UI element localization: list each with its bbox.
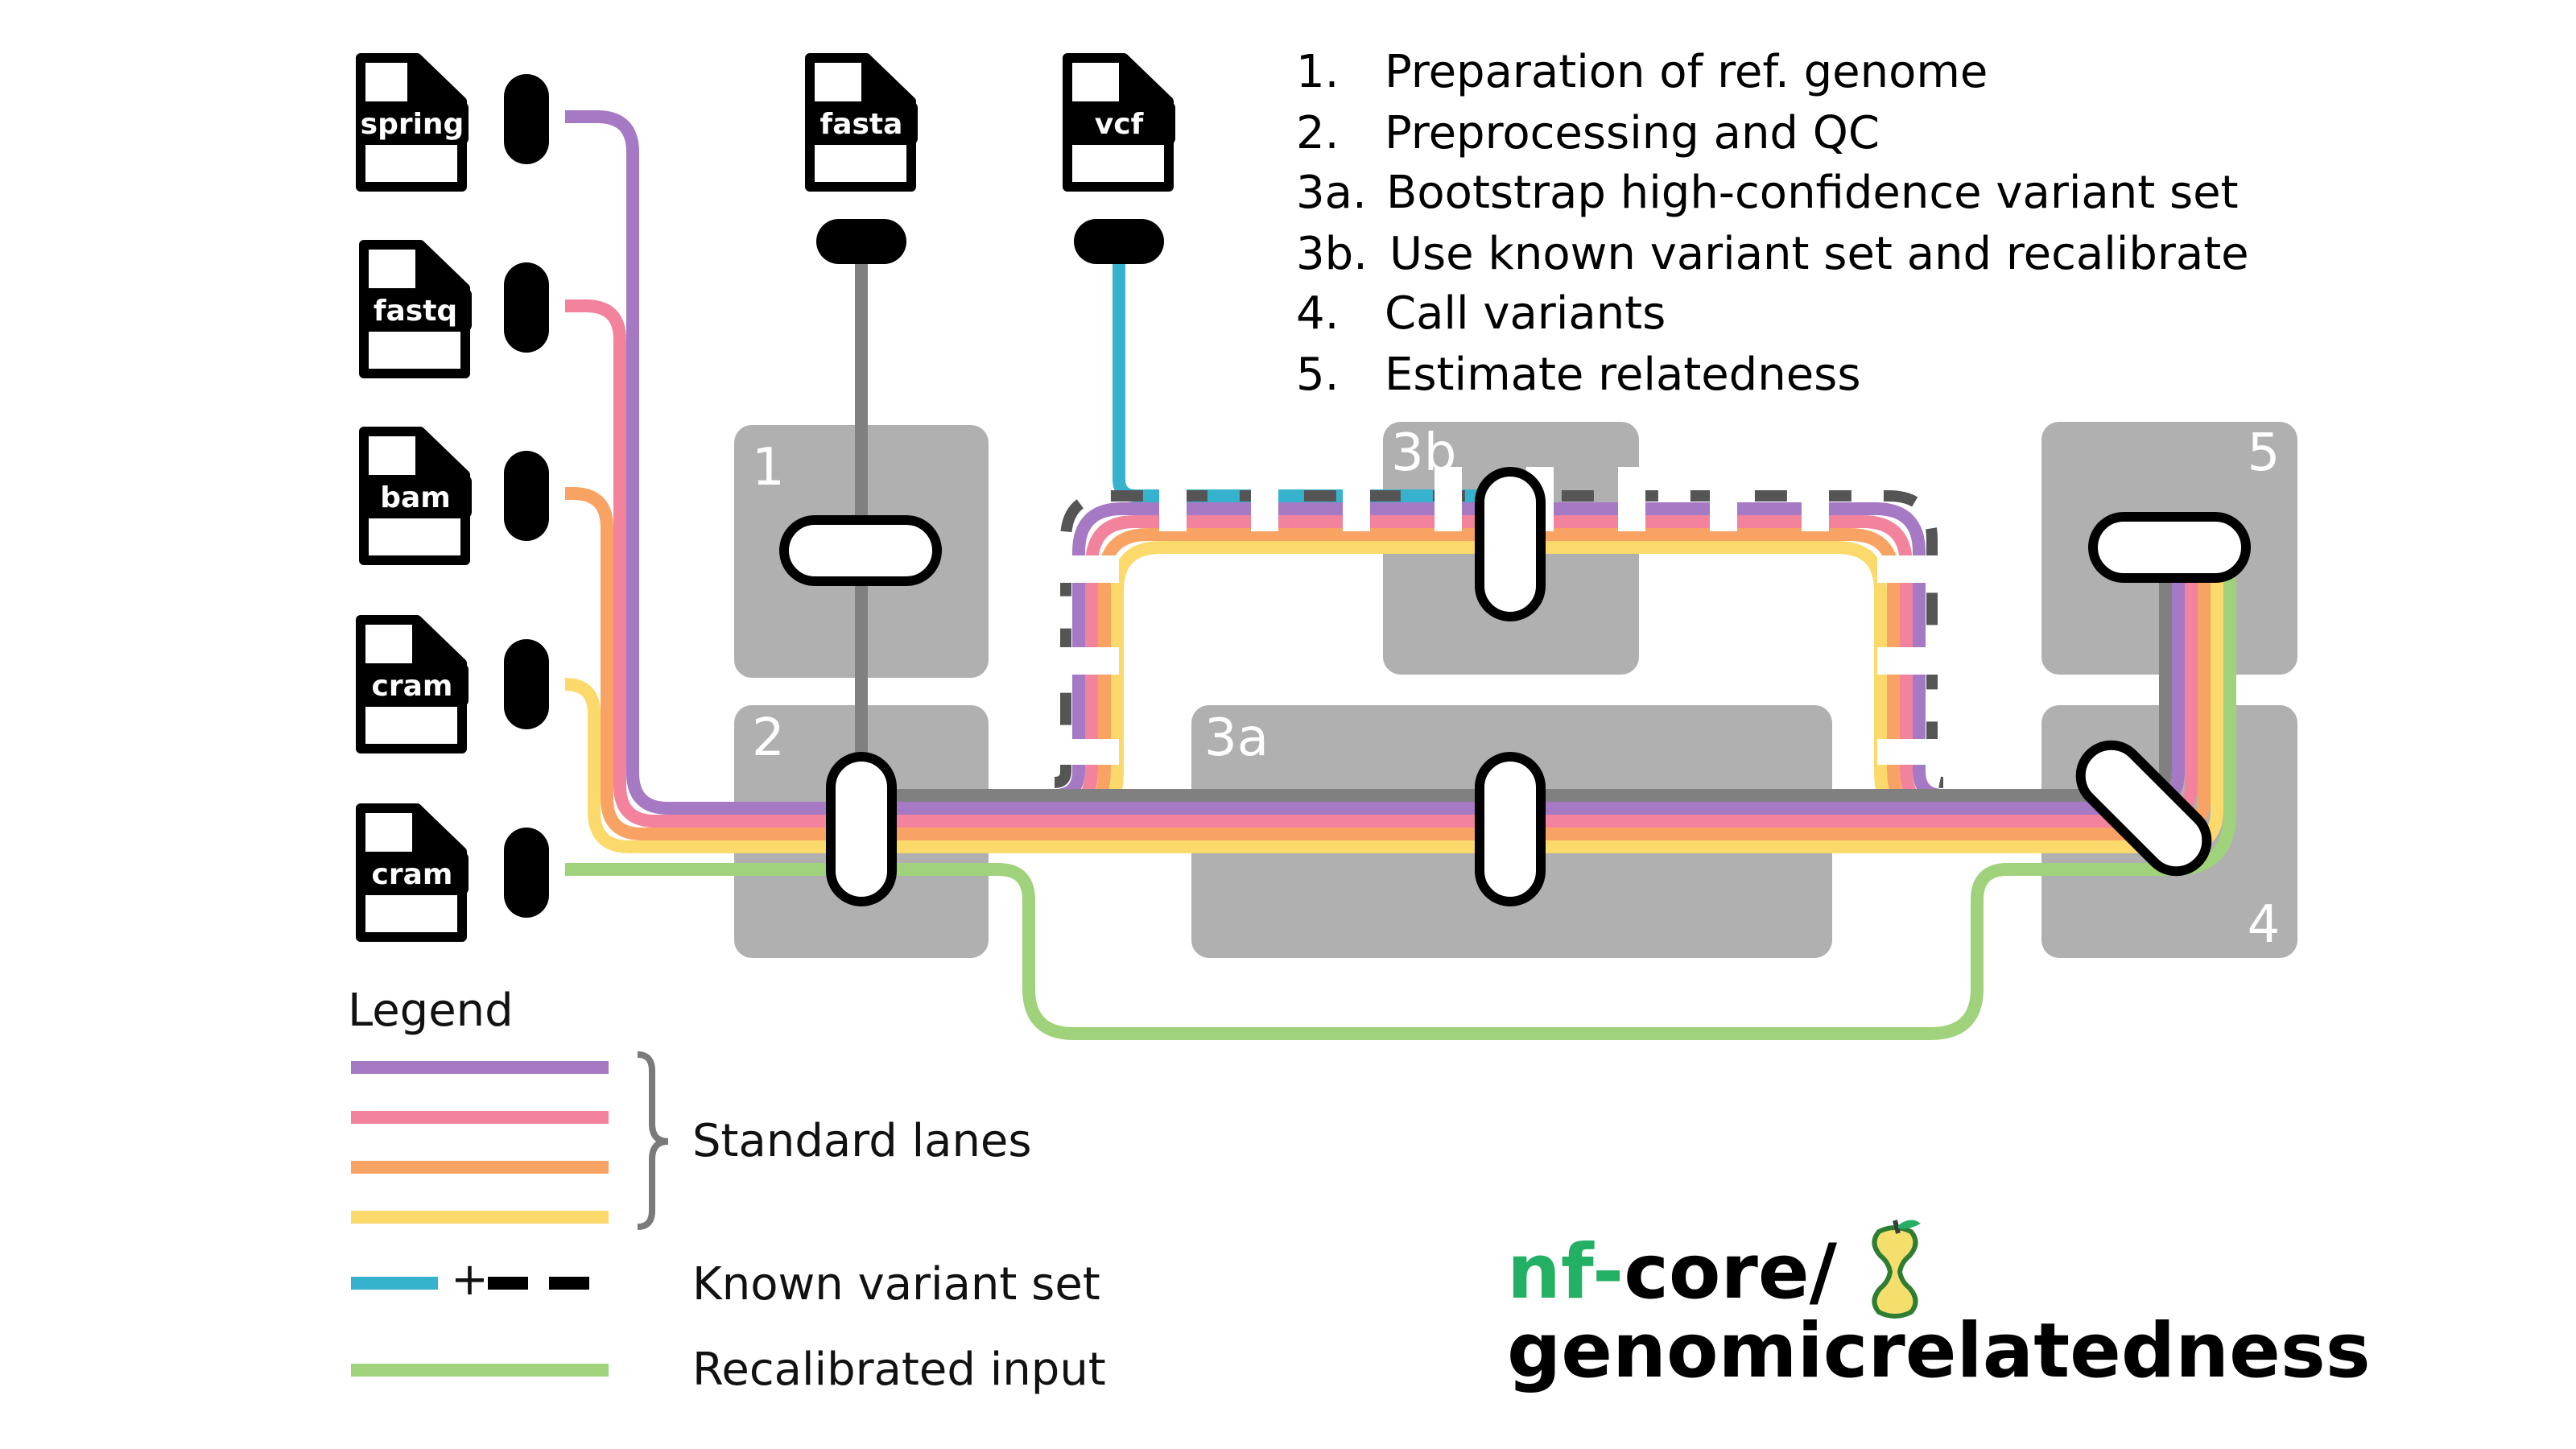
file-label-spring: spring	[361, 108, 464, 141]
stage-label-5: 5	[2248, 423, 2281, 483]
step-5-number: 5.	[1296, 349, 1339, 401]
file-icon-bam: bam	[359, 427, 472, 565]
file-icon-cram-1: cram	[356, 615, 469, 753]
logo-prefix: nf-	[1507, 1228, 1624, 1316]
file-icon-spring: spring	[356, 53, 469, 192]
file-icons: spring fastq bam cram cram	[356, 53, 1175, 942]
step-2-text: Preprocessing and QC	[1385, 107, 1880, 159]
station-call-variants	[2075, 740, 2212, 877]
legend-standard-lanes: Standard lanes	[692, 1115, 1032, 1167]
legend-known-variant-set: Known variant set	[692, 1258, 1100, 1311]
file-label-fasta: fasta	[820, 108, 903, 141]
file-label-cram-1: cram	[372, 670, 453, 703]
file-label-cram-2: cram	[372, 858, 453, 891]
stage-label-3a: 3a	[1204, 708, 1269, 768]
file-label-fastq: fastq	[374, 295, 457, 328]
stations	[779, 467, 2251, 906]
legend: Legend Standard lanes + Known variant se…	[348, 985, 1106, 1396]
legend-plus: +	[451, 1253, 489, 1306]
step-1-text: Preparation of ref. genome	[1385, 46, 1988, 98]
file-label-vcf: vcf	[1095, 108, 1144, 141]
input-termini	[504, 74, 1164, 918]
logo-line-1: nf-core/	[1507, 1228, 1838, 1316]
station-prep-ref-genome	[779, 515, 942, 586]
legend-recalibrated-input: Recalibrated input	[692, 1344, 1106, 1396]
curly-brace	[637, 1051, 669, 1230]
stage-label-2: 2	[752, 708, 785, 768]
station-bootstrap	[1475, 752, 1546, 906]
file-icon-vcf: vcf	[1063, 53, 1175, 192]
step-1-number: 1.	[1296, 46, 1339, 98]
step-4-text: Call variants	[1385, 287, 1666, 340]
logo-core: core/	[1624, 1228, 1837, 1316]
file-icon-cram-2: cram	[356, 803, 469, 942]
station-preprocessing	[826, 752, 897, 906]
file-label-bam: bam	[380, 481, 451, 514]
step-2-number: 2.	[1296, 107, 1339, 159]
legend-title: Legend	[348, 985, 514, 1037]
file-icon-fasta: fasta	[805, 53, 918, 192]
stage-labels: 1 2 3b 3a 5 4	[752, 423, 2280, 955]
apple-core-icon	[1872, 1220, 1921, 1319]
station-relatedness	[2088, 512, 2251, 583]
step-3a-number: 3a.	[1296, 167, 1367, 219]
stage-label-1: 1	[752, 438, 785, 497]
step-3a-text: Bootstrap high-confidence variant set	[1386, 167, 2239, 219]
file-icon-fastq: fastq	[359, 240, 472, 378]
step-list: 1. Preparation of ref. genome 2. Preproc…	[1296, 46, 2249, 401]
nf-core-logo: nf-core/ genomicrelatedness	[1507, 1220, 2371, 1395]
step-5-text: Estimate relatedness	[1385, 349, 1861, 401]
step-4-number: 4.	[1296, 287, 1339, 340]
logo-pipeline-name: genomicrelatedness	[1507, 1307, 2371, 1395]
step-3b-number: 3b.	[1296, 228, 1368, 280]
station-recalibrate	[1475, 467, 1546, 621]
stage-label-4: 4	[2248, 895, 2281, 955]
step-3b-text: Use known variant set and recalibrate	[1389, 228, 2249, 280]
